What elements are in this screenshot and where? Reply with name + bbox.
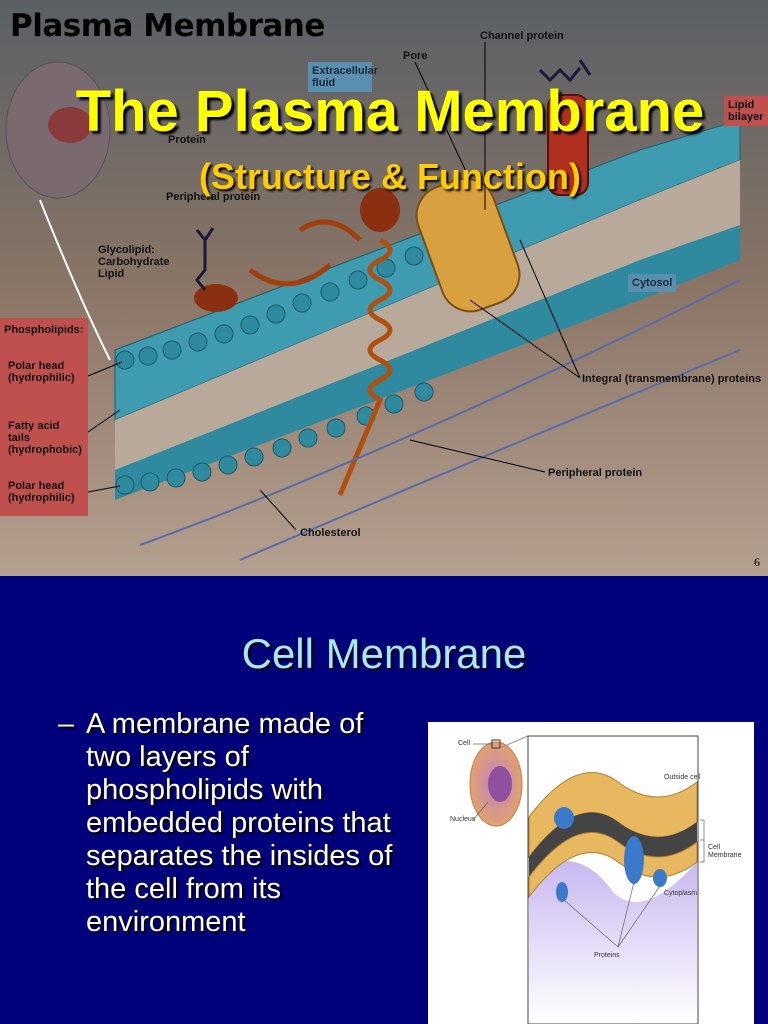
transmembrane-helix (337, 237, 393, 496)
cytoskeleton-filament (139, 279, 741, 546)
cell-membrane-diagram (469, 735, 705, 1024)
cytoplasm-region (529, 860, 697, 1023)
label-pore: Pore (403, 50, 428, 62)
integral-protein (415, 177, 521, 313)
label-lipid-bilayer: Lipid bilayer (724, 96, 768, 126)
label-phospholipids: Phospholipids: (4, 324, 84, 336)
membrane-protein-4 (653, 869, 667, 887)
label-extracellular-line1: Extracellular (312, 65, 379, 77)
label-polar-head-bottom-line2: (hydrophilic) (8, 492, 75, 504)
peripheral-protein-blob (360, 188, 400, 232)
label-polar-head-top-line2: (hydrophilic) (8, 372, 75, 384)
label-carbohydrate: Carbohydrate (98, 256, 170, 268)
label-polar-head-bottom-line1: Polar head (8, 480, 65, 492)
slide-plasma-membrane: Plasma Membrane Pore Channel protein Ext… (0, 0, 768, 576)
inner-leaflet (528, 832, 698, 899)
zoom-line (499, 735, 529, 749)
slide-subtitle: (Structure & Function) (199, 156, 581, 197)
label-fatty-acid-tails: Fatty acid tails (hydrophobic) (8, 420, 82, 456)
slide-cell-membrane: Cell Membrane – A membrane made of two l… (0, 576, 768, 1024)
label-polar-head-top-line1: Polar head (8, 360, 65, 372)
label-fatty-acid-line1: Fatty acid (8, 420, 60, 432)
membrane-protein-1 (554, 807, 574, 829)
fig-label-cell: Cell (458, 740, 471, 747)
fig-label-proteins: Proteins (594, 952, 620, 959)
label-polar-head-bottom: Polar head (hydrophilic) (8, 480, 75, 504)
hydrophobic-core (529, 812, 697, 877)
label-fatty-acid-line3: (hydrophobic) (8, 444, 82, 456)
membrane-protein-3 (556, 882, 568, 902)
label-channel-protein: Channel protein (480, 30, 564, 42)
membrane-protein-2 (624, 836, 644, 884)
label-peripheral-protein-top: Peripheral protein (166, 191, 261, 203)
cell-membrane-figure: Cell Nucleus Outside cell Cell Membrane … (428, 722, 754, 1024)
fig-label-cell-membrane: Cell Membrane (708, 844, 741, 860)
label-cholesterol: Cholesterol (300, 527, 361, 539)
label-peripheral-protein-bottom: Peripheral protein (548, 467, 643, 479)
fig-label-outside-cell: Outside cell (664, 774, 701, 781)
nucleus-sketch (48, 107, 92, 143)
glycolipid-blob (194, 284, 238, 312)
slide-number: 6 (754, 555, 760, 569)
label-extracellular-fluid: Extracellular fluid (308, 62, 378, 92)
slide-title: The Plasma Membrane (75, 79, 705, 144)
label-polar-head-top: Polar head (hydrophilic) (8, 360, 75, 384)
label-glycolipid: Glycolipid: Carbohydrate Lipid (98, 244, 170, 280)
fig-label-cytoplasm: Cytoplasm (664, 890, 698, 897)
label-lipid: Lipid (98, 268, 125, 280)
slide-heading: Plasma Membrane (10, 8, 325, 44)
label-fatty-acid-line2: tails (8, 432, 31, 444)
fig-label-nucleus: Nucleus (450, 816, 476, 823)
leader-lines (87, 42, 581, 531)
phospholipid-heads (115, 246, 434, 495)
carbohydrate-chain (195, 227, 215, 291)
label-lipid-bilayer-line2: bilayer (728, 111, 764, 123)
phospholipids-label-panel: Phospholipids: Polar head (hydrophilic) … (0, 318, 88, 516)
bullet-text: A membrane made of two layers of phospho… (86, 708, 393, 938)
slide2-title: Cell Membrane (241, 630, 527, 677)
label-glycolipid-line1: Glycolipid: (98, 244, 155, 256)
label-protein: Protein (168, 134, 206, 146)
cytoskeleton-filament-2 (239, 349, 741, 561)
small-nucleus (488, 766, 512, 802)
channel-protein (547, 94, 589, 196)
label-extracellular-line2: fluid (312, 77, 336, 89)
label-integral-proteins: Integral (transmembrane) proteins (582, 373, 762, 385)
label-cytosol: Cytosol (628, 274, 677, 292)
surface-protein-chain (248, 219, 362, 287)
pointer-arrow (39, 199, 111, 361)
figure-leader-lines (472, 743, 705, 948)
carbohydrate-chain-top (538, 59, 592, 83)
label-lipid-bilayer-line1: Lipid (728, 99, 755, 111)
membrane-bottom-layer (115, 225, 740, 500)
bullet-dash: – (58, 708, 75, 740)
fig-label-cell-membrane-line1: Cell (708, 844, 721, 851)
fig-label-cell-membrane-line2: Membrane (708, 852, 742, 859)
